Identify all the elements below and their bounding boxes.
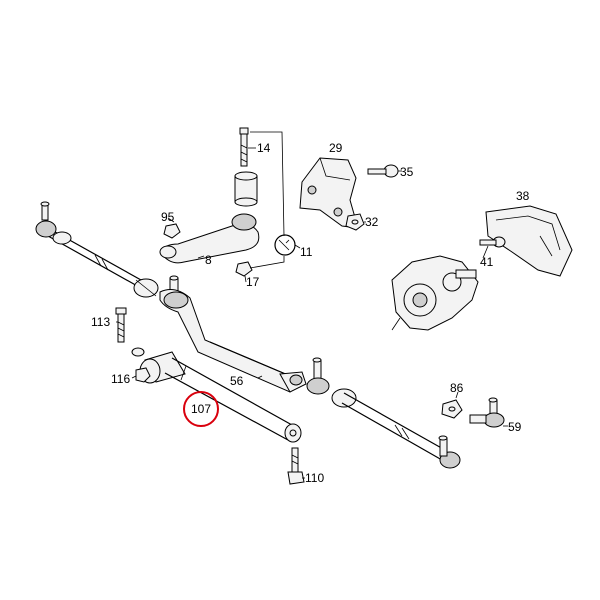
- label-113: 113: [91, 315, 110, 329]
- label-17: 17: [246, 275, 260, 289]
- bracket-29: [299, 157, 359, 229]
- nut-86: [441, 399, 463, 419]
- leader-lines: [116, 147, 508, 479]
- label-14: 14: [257, 141, 271, 155]
- label-56: 56: [230, 374, 244, 388]
- label-86: 86: [450, 381, 464, 395]
- label-107: 107: [191, 402, 211, 416]
- bolt-113: [115, 307, 127, 343]
- steering-damper-107: [139, 351, 302, 443]
- highlight-circle: [183, 391, 219, 427]
- bolt-41: [479, 236, 506, 248]
- nut-32: [345, 213, 365, 231]
- label-95: 95: [161, 210, 175, 224]
- screw-35: [367, 164, 399, 178]
- label-29: 29: [329, 141, 343, 155]
- label-35: 35: [400, 165, 414, 179]
- label-38: 38: [516, 189, 530, 203]
- label-11: 11: [300, 245, 313, 259]
- tie-rod-end-59: [469, 397, 505, 428]
- label-32: 32: [365, 215, 379, 229]
- right-tie-rod: [306, 357, 461, 469]
- label-59: 59: [508, 420, 522, 434]
- left-tie-rod: [35, 201, 159, 298]
- label-41: 41: [480, 255, 494, 269]
- steering-gearbox: [391, 255, 479, 331]
- idler-arm-assembly: [159, 127, 296, 277]
- washer-116: [131, 347, 151, 383]
- bolt-110: [287, 447, 305, 485]
- label-116: 116: [111, 372, 130, 386]
- label-8: 8: [205, 253, 212, 267]
- center-link-56: [159, 275, 307, 393]
- label-110: 110: [305, 471, 324, 485]
